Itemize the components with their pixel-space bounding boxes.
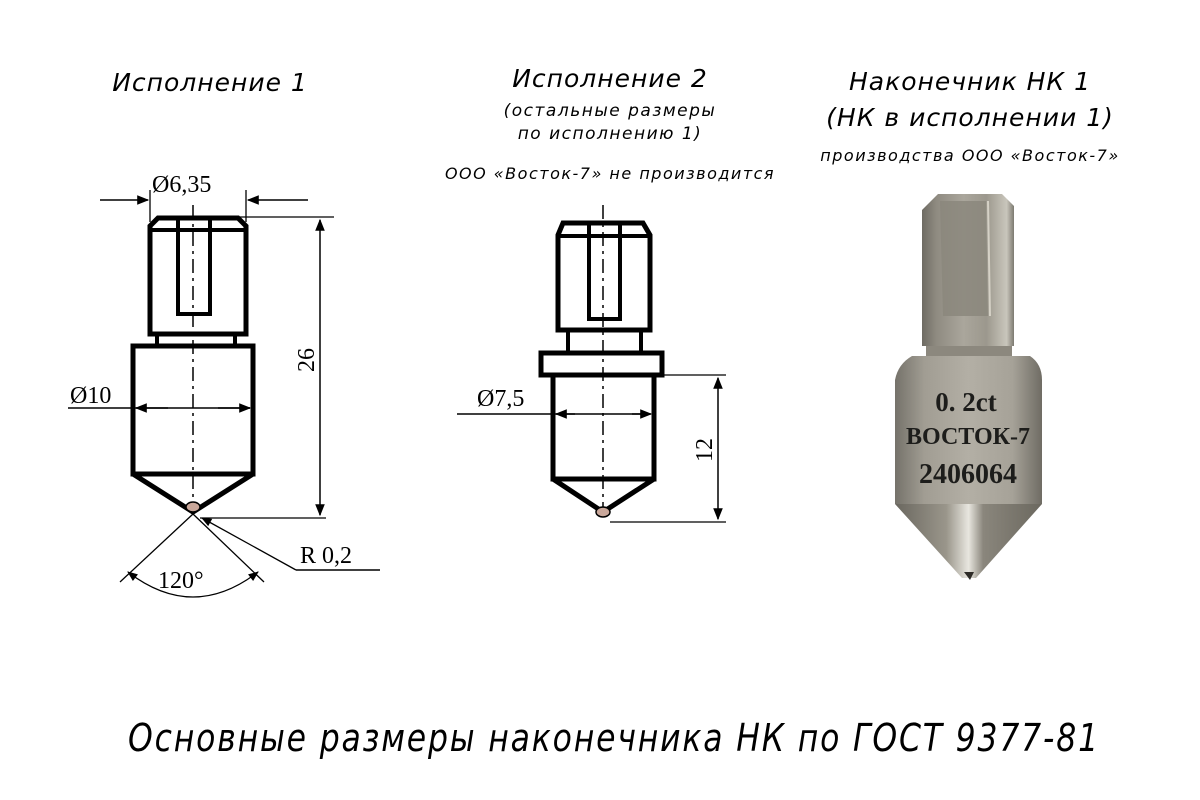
dim-shank-diameter: Ø6,35 — [152, 172, 211, 198]
variant2-subtitle-line2: по исполнению 1) — [517, 124, 703, 144]
variant2-note: ООО «Восток-7» не производится — [444, 164, 776, 183]
variant1-drawing: Ø6,35 Ø10 26 R 0,2 120° — [68, 172, 380, 598]
dim-cone-angle: 120° — [158, 568, 204, 594]
engraving-line3: 2406064 — [919, 459, 1017, 490]
shank-flat — [940, 201, 988, 316]
diamond-tip-icon — [595, 506, 611, 518]
variant1-title: Исполнение 1 — [112, 68, 308, 97]
diamond-tip-icon — [964, 572, 974, 580]
product-photo: 0. 2ct ВОСТОК-7 2406064 — [895, 194, 1042, 580]
engraving-line1: 0. 2ct — [935, 387, 996, 417]
product-title-line1: Наконечник НК 1 — [848, 67, 1092, 96]
product-title-line2: (НК в исполнении 1) — [826, 103, 1114, 132]
dim-body-diameter: Ø10 — [70, 383, 111, 409]
dim-total-length: 26 — [294, 348, 320, 372]
variant2-subtitle-line1: (остальные размеры — [503, 101, 717, 121]
dim-body-length: 12 — [692, 438, 718, 462]
product-note: производства ООО «Восток-7» — [820, 146, 1120, 165]
dim-body-diameter: Ø7,5 — [477, 386, 524, 412]
caption: Основные размеры наконечника НК по ГОСТ … — [128, 716, 1100, 760]
variant2-subtitle: (остальные размеры по исполнению 1) — [450, 100, 770, 146]
engraving-line2: ВОСТОК-7 — [906, 424, 1030, 450]
diamond-tip-icon — [185, 501, 201, 513]
dim-tip-radius: R 0,2 — [300, 543, 352, 569]
product-title: Наконечник НК 1 (НК в исполнении 1) — [800, 64, 1140, 136]
variant2-title: Исполнение 2 — [512, 64, 708, 93]
variant2-drawing: Ø7,5 12 — [457, 205, 726, 523]
